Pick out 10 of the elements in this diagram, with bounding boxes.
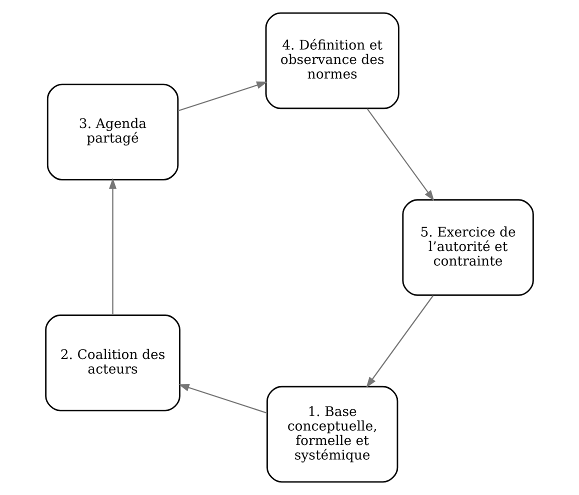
node-box: 5. Exercice de l’autorité et contrainte bbox=[402, 199, 534, 296]
arrow bbox=[178, 384, 268, 414]
arrow bbox=[366, 108, 434, 202]
node-box: 2. Coalition des acteurs bbox=[45, 314, 180, 412]
node-box: 3. Agenda partagé bbox=[46, 84, 179, 180]
arrow bbox=[108, 178, 117, 316]
arrow bbox=[178, 82, 268, 112]
node-box: 1. Base conceptuelle, formelle et systémique bbox=[266, 386, 398, 483]
node-box: 4. Définition et observance des normes bbox=[265, 12, 400, 110]
arrow bbox=[366, 295, 434, 388]
